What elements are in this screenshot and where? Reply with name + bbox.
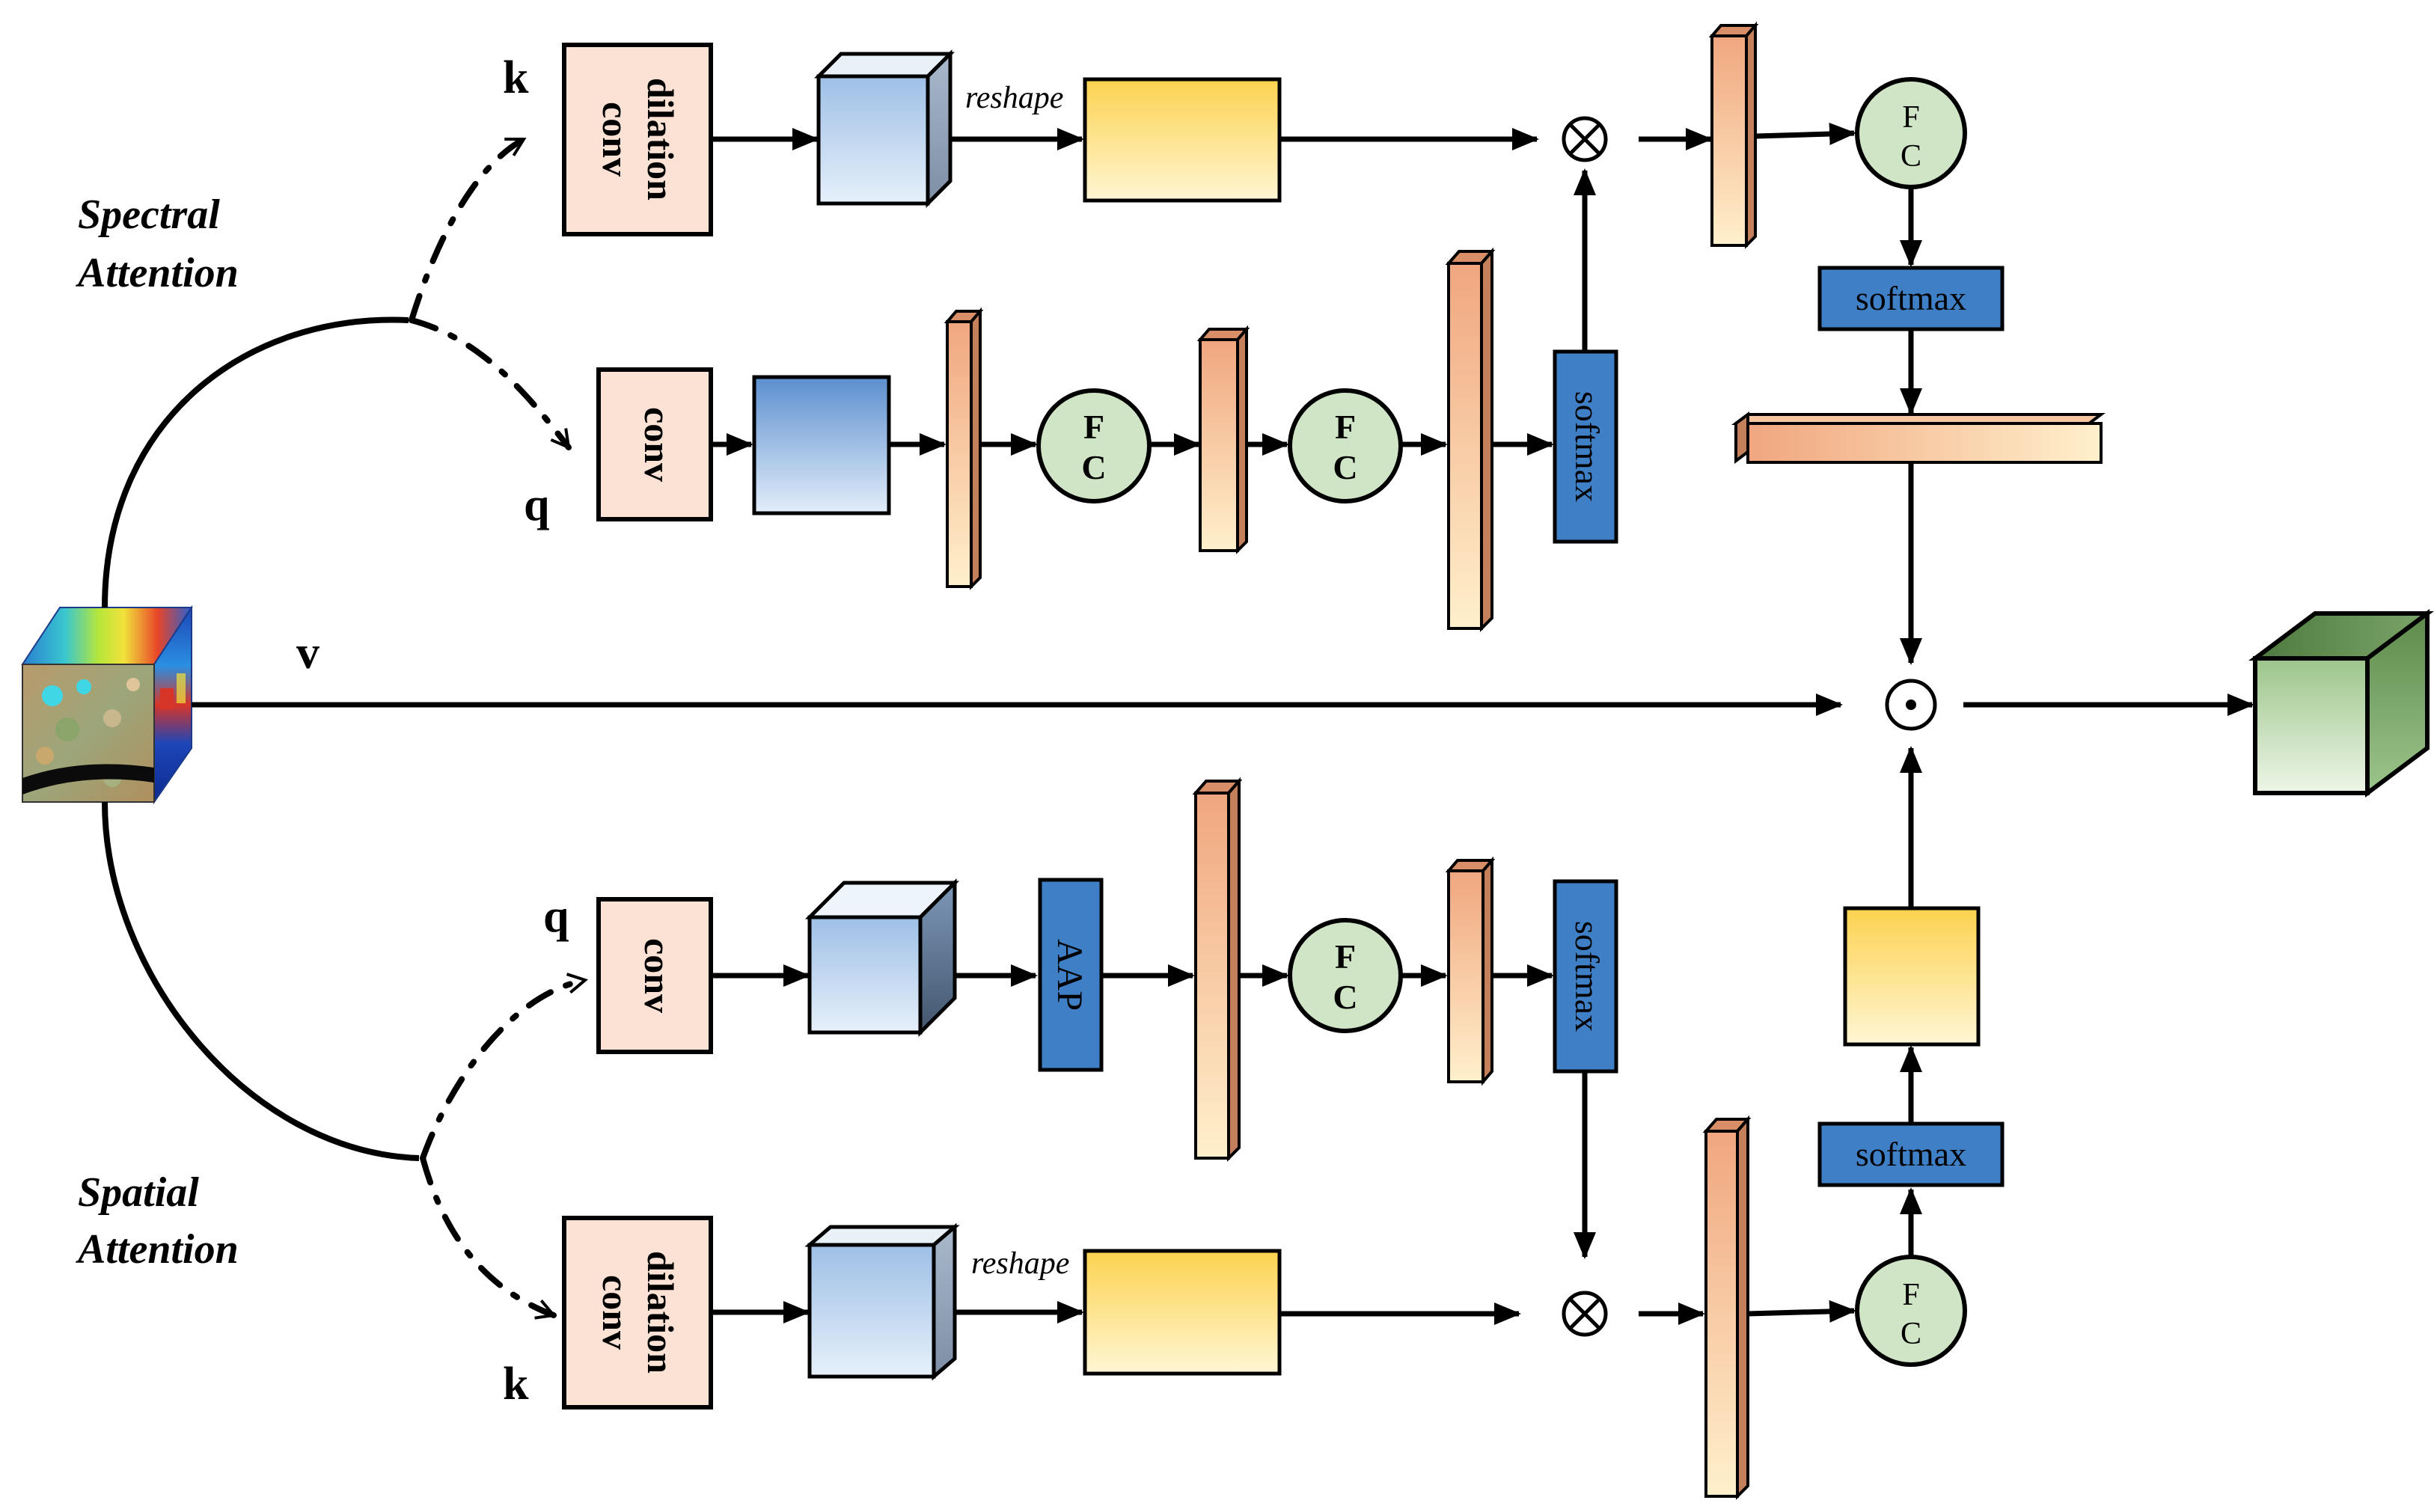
fc-c-spatial: C [1333,978,1357,1016]
fc-c-bottom-right: C [1901,1317,1921,1351]
branch-curve-spatial [102,801,420,1161]
dilation-text-top: dilation [640,78,682,201]
vector-bar-q-2 [1196,325,1250,554]
cube-top-k [813,49,955,209]
matmul-op-bottom [1562,1291,1608,1337]
q-label-bottom: q [543,891,569,942]
fc-node-q-2: F C [1288,388,1403,504]
conv-text-q-bottom: conv [637,938,679,1013]
k-label-bottom: k [503,1359,529,1410]
input-hsi-cube [21,605,193,805]
v-label: v [296,628,319,679]
reshape-label-bottom: reshape [971,1246,1069,1281]
matmul-op-top [1562,116,1608,162]
softmax-box-vertical-top: softmax [1553,349,1618,544]
fc-f-q-2: F [1335,408,1356,446]
cube-q-bottom [804,878,960,1038]
yellow-block-bottom [1083,1249,1282,1376]
softmax-box-bottom-right: softmax [1817,1121,2005,1187]
vector-bar-q-3 [1445,247,1496,632]
fc-f-spatial: F [1335,937,1356,976]
arrow-5 [1755,123,1856,145]
dilation-conv-box-top: dilation conv [562,43,713,236]
aap-text: AAP [1050,939,1089,1011]
fc-node-q-1: F C [1036,388,1152,504]
branch-curve-spectral [102,316,409,608]
blue-feature-map-top [752,375,891,515]
reshape-label-top: reshape [965,81,1063,115]
conv-box-q-top: conv [596,367,713,521]
k-label-top: k [503,52,529,103]
fc-f-q-1: F [1083,408,1104,446]
fc-c-top-right: C [1901,139,1921,174]
dashdot-branches [409,136,589,1320]
output-cube [2248,609,2434,798]
vector-bar-spatial-2 [1445,856,1496,1086]
conv-text-bottom-k: conv [595,1275,637,1350]
conv-text-top-k: conv [595,102,637,177]
hadamard-op [1885,679,1937,731]
horizontal-weight-bar [1731,411,2106,464]
aap-box: AAP [1038,878,1104,1072]
dilation-text-bottom: dilation [640,1251,682,1374]
vector-bar-spatial-1 [1192,777,1243,1162]
fc-node-top-right: F C [1855,77,1967,189]
fc-node-bottom-right: F C [1855,1255,1967,1367]
vector-bar-q-1 [944,307,984,590]
spatial-attention-label: Spatial [78,1169,199,1216]
softmax-text-top-right: softmax [1856,279,1966,317]
conv-box-q-bottom: conv [596,897,713,1054]
q-label-top: q [524,480,549,530]
fc-node-spatial: F C [1288,918,1403,1033]
fc-f-top-right: F [1902,100,1919,135]
cube-bottom-k [804,1222,960,1381]
fc-c-q-1: C [1081,448,1106,486]
vector-bar-bottom-k [1702,1115,1752,1500]
spatial-attention-label-2: Attention [76,1226,239,1273]
softmax-text-bottom-right: softmax [1856,1135,1966,1173]
vector-bar-top-k [1708,21,1759,249]
arrow-28 [1747,1300,1856,1323]
softmax-text-vertical-bottom: softmax [1568,921,1606,1032]
softmax-text-vertical-top: softmax [1568,391,1606,502]
dilation-conv-box-bottom: dilation conv [562,1216,713,1410]
softmax-box-top-right: softmax [1817,266,2005,331]
conv-text-q-top: conv [637,407,679,482]
fc-f-bottom-right: F [1902,1278,1919,1312]
spectral-attention-label: Spectral [78,192,220,238]
yellow-block-top [1083,77,1282,203]
fc-c-q-2: C [1333,448,1357,486]
softmax-box-vertical-bottom: softmax [1553,879,1618,1074]
spectral-attention-label-2: Attention [76,250,239,296]
yellow-square-spatial [1843,906,1981,1047]
